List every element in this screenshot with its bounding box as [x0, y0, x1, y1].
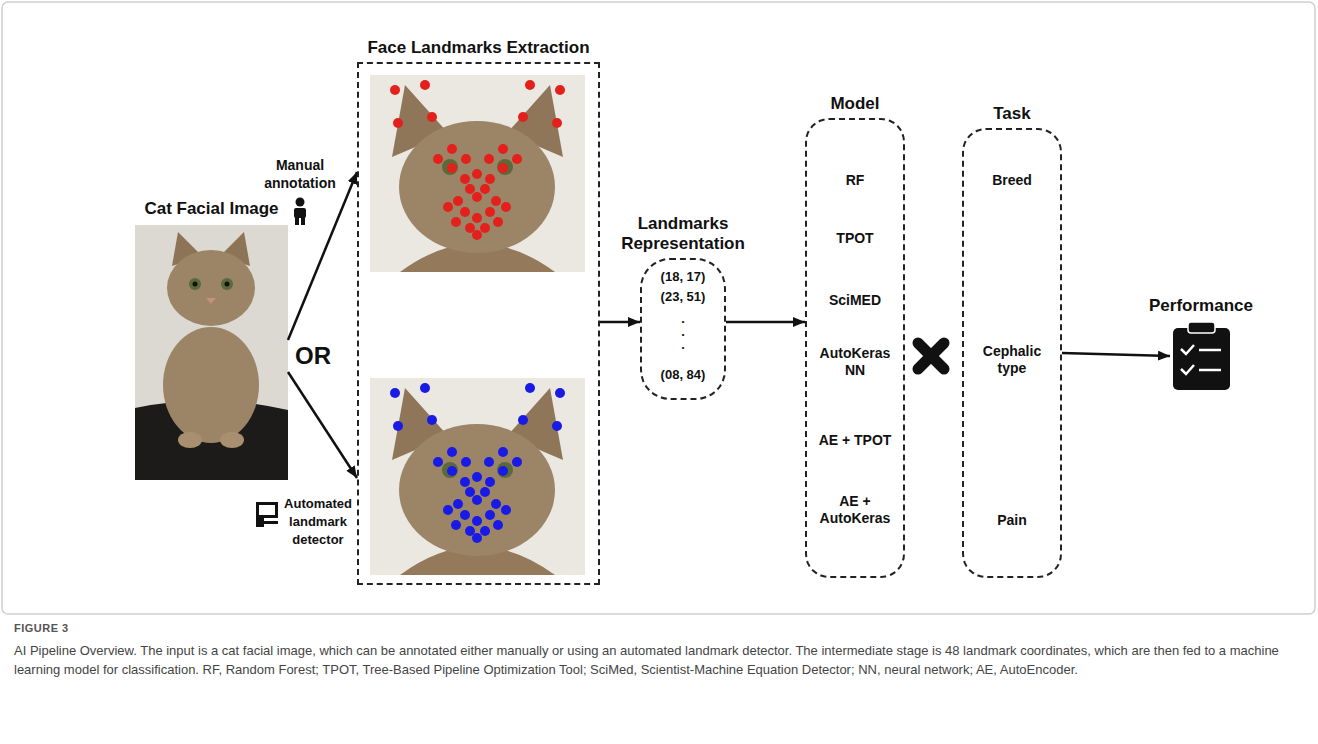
node-item: TPOT: [807, 230, 903, 247]
image-node: Cat Facial Image: [135, 225, 288, 480]
node-item: AutoKeras NN: [807, 345, 903, 379]
node-heading: Model: [795, 94, 915, 114]
arrow-connector: [600, 321, 640, 324]
node-item: AE + AutoKeras: [807, 493, 903, 527]
cat-photo: [135, 225, 288, 480]
annotated-photo: [370, 378, 585, 575]
node-item: Pain: [964, 512, 1060, 529]
edge-label: Manual annotation: [257, 156, 343, 192]
node-heading: Task: [952, 104, 1072, 124]
task-box: TaskBreedCephalic typePain: [962, 128, 1062, 578]
arrow-connector: [288, 372, 357, 478]
node-heading: Cat Facial Image: [112, 199, 312, 219]
node-item: RF: [807, 172, 903, 189]
person-icon: [294, 198, 306, 226]
arrow-connector: [288, 172, 357, 340]
node-item: (08, 84): [642, 366, 724, 383]
arrow-connector: [1062, 353, 1170, 356]
node-item: (18, 17): [642, 268, 724, 285]
figure-caption: AI Pipeline Overview. The input is a cat…: [14, 641, 1304, 679]
figure-frame: [2, 2, 1315, 614]
performance-node: Performance: [1170, 322, 1232, 390]
extraction-box: Face Landmarks Extraction: [357, 62, 600, 585]
manual-landmarks: [390, 80, 565, 240]
or-label: OR: [295, 342, 331, 370]
node-item: .: [642, 336, 724, 353]
cross-symbol: [918, 343, 944, 369]
edge-label: Automated landmark detector: [281, 495, 355, 549]
model-box: ModelRFTPOTSciMEDAutoKeras NNAE + TPOTAE…: [805, 118, 905, 578]
arrow-connector: [726, 321, 805, 324]
node-item: Cephalic type: [964, 343, 1060, 377]
node-item: Breed: [964, 172, 1060, 189]
node-heading: Face Landmarks Extraction: [339, 38, 619, 58]
figure-number: FIGURE 3: [14, 622, 69, 634]
node-item: (23, 51): [642, 288, 724, 305]
node-item: AE + TPOT: [807, 432, 903, 449]
clipboard-icon: [1173, 322, 1230, 390]
representation-box: Landmarks Representation(18, 17)(23, 51)…: [640, 258, 726, 400]
node-item: SciMED: [807, 292, 903, 309]
computer-icon: [256, 502, 278, 527]
node-heading: Landmarks Representation: [608, 214, 758, 254]
annotated-photo: [370, 75, 585, 272]
auto-landmarks: [390, 383, 565, 543]
node-heading: Performance: [1126, 296, 1276, 316]
